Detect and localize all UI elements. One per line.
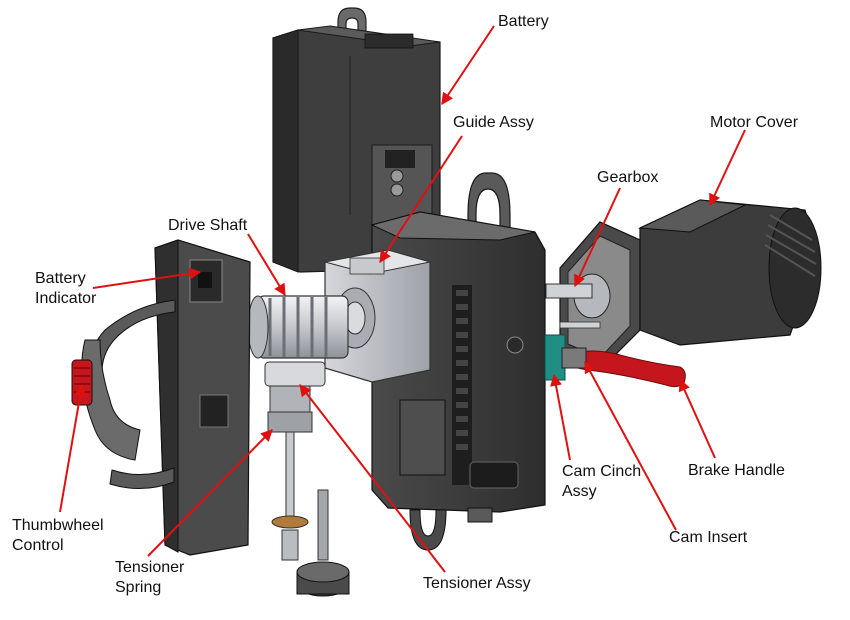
leader-gearbox xyxy=(574,187,621,288)
leader-motor-cover xyxy=(709,129,746,207)
label-tensioner-spring-line-2: Spring xyxy=(115,579,162,596)
leader-tensioner-assy xyxy=(299,384,446,573)
label-battery: Battery xyxy=(498,13,549,30)
label-cam-cinch-assy-line-1: Cam Cinch xyxy=(562,463,642,480)
motor-cover-part xyxy=(638,199,822,346)
drive-shaft-part xyxy=(247,295,349,359)
label-cam-cinch-assy-line-2: Assy xyxy=(562,483,597,500)
label-battery-indicator-line-2: Indicator xyxy=(35,290,97,307)
leader-lines xyxy=(59,25,746,573)
leader-tensioner-spring xyxy=(147,429,273,557)
tensioner-part xyxy=(264,361,350,597)
label-drive-shaft: Drive Shaft xyxy=(168,217,248,234)
leader-cam-cinch-assy xyxy=(550,373,571,461)
label-tensioner-assy: Tensioner Assy xyxy=(423,575,531,592)
label-thumbwheel-control-line-2: Control xyxy=(12,537,64,554)
label-battery-indicator: Battery Indicator xyxy=(35,269,96,309)
chassis-part xyxy=(370,172,546,551)
label-thumbwheel-control-line-1: Thumbwheel xyxy=(12,517,104,534)
label-guide-assy: Guide Assy xyxy=(453,114,534,131)
label-brake-handle: Brake Handle xyxy=(688,462,785,479)
label-cam-insert: Cam Insert xyxy=(669,529,748,546)
label-cam-cinch-assy: Cam Cinch Assy xyxy=(562,462,641,502)
label-gearbox: Gearbox xyxy=(597,169,659,186)
leader-battery xyxy=(441,25,495,105)
leader-drive-shaft xyxy=(247,233,286,297)
leader-guide-assy xyxy=(379,135,463,264)
leader-brake-handle xyxy=(678,378,716,459)
label-motor-cover: Motor Cover xyxy=(710,114,799,131)
leader-thumbwheel-control xyxy=(59,383,87,513)
label-thumbwheel-control: Thumbwheel Control xyxy=(12,516,104,556)
label-tensioner-spring: Tensioner Spring xyxy=(115,558,184,598)
label-battery-indicator-line-1: Battery xyxy=(35,270,86,287)
leader-battery-indicator xyxy=(92,267,202,289)
label-tensioner-spring-line-1: Tensioner xyxy=(115,559,185,576)
leader-cam-insert xyxy=(584,360,677,531)
